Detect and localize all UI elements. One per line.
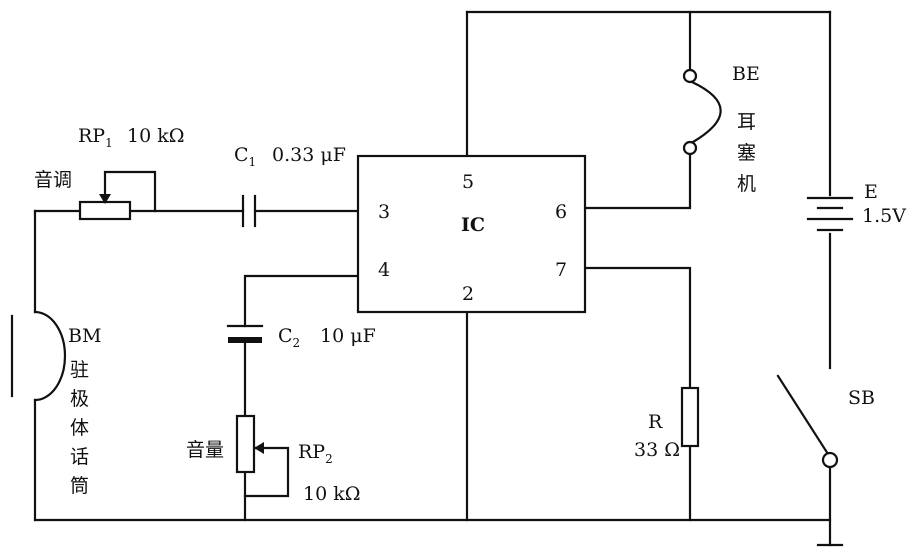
wire-rp1-wiper	[103, 170, 157, 213]
wire-pin6	[583, 150, 692, 210]
bm-desc-3: 体	[70, 417, 89, 439]
rp2-function-label: 音量	[186, 439, 224, 461]
ic-ref-label: IC	[461, 214, 485, 236]
be-terminal-top	[682, 68, 698, 84]
rp2-wiper-arrow	[254, 442, 264, 454]
wire-pin7	[583, 266, 692, 390]
bm-desc-5: 筒	[70, 475, 89, 497]
ic-pin6-label: 6	[555, 201, 567, 223]
ic-pin7-label: 7	[555, 259, 567, 281]
r-value-label: 33 Ω	[634, 439, 680, 461]
c2-ref-label: C2	[278, 325, 300, 350]
c1-ref-label: C1	[234, 144, 256, 169]
switch-blade	[776, 374, 830, 456]
c2-value-label: 10 μF	[320, 325, 376, 347]
be-coil	[690, 80, 722, 144]
be-terminal-bottom	[682, 140, 698, 156]
rp1-value-label: 10 kΩ	[127, 125, 184, 147]
bm-body	[33, 310, 67, 402]
ic-pin5-label: 5	[462, 171, 474, 193]
be-ref-label: BE	[732, 63, 760, 85]
bm-ref-label: BM	[68, 325, 101, 347]
ic-pin3-label: 3	[378, 201, 390, 223]
rp1-body	[78, 200, 132, 221]
ic-body	[356, 154, 587, 314]
c1-value-label: 0.33 μF	[272, 144, 346, 166]
bm-desc-1: 驻	[70, 359, 89, 381]
be-desc-3: 机	[737, 173, 756, 195]
battery-value-label: 1.5V	[862, 205, 906, 227]
rp2-value-label: 10 kΩ	[303, 483, 360, 505]
ic-pin4-label: 4	[378, 259, 390, 281]
ic-pin2-label: 2	[462, 283, 474, 305]
rp1-wiper-arrow	[99, 194, 111, 204]
battery-ref-label: E	[864, 181, 878, 203]
rp2-ref-label: RP2	[298, 441, 333, 466]
r-body	[680, 386, 700, 448]
wire-pin4	[243, 274, 360, 328]
wires	[33, 10, 844, 547]
r-ref-label: R	[648, 411, 663, 433]
rp1-function-label: 音调	[34, 169, 72, 191]
wire-rp2-wiper	[243, 446, 290, 498]
sb-ref-label: SB	[848, 387, 875, 409]
c2-plate-bottom	[228, 337, 262, 343]
rp2-body	[235, 414, 256, 474]
switch-contact	[821, 451, 839, 469]
be-desc-1: 耳	[737, 111, 756, 133]
bm-desc-4: 话	[70, 446, 89, 468]
rp1-ref-label: RP1	[78, 125, 113, 150]
be-desc-2: 塞	[737, 142, 756, 164]
bm-desc-2: 极	[70, 388, 89, 410]
